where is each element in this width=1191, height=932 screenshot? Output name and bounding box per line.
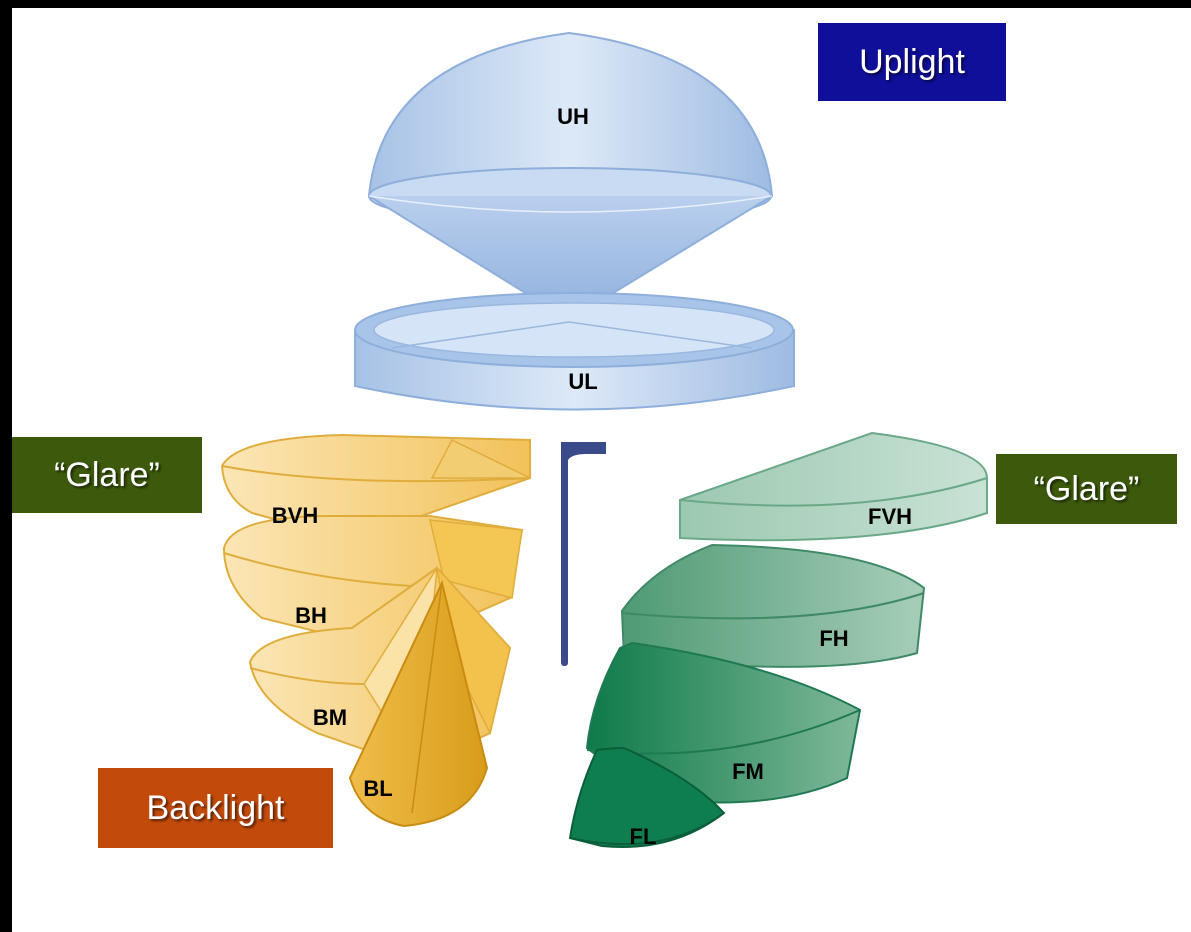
- zone-uh-shape: [367, 31, 774, 322]
- luminaire-pole: [561, 442, 606, 666]
- zone-label-bm: BM: [313, 705, 347, 730]
- glare-callout-right: “Glare”: [996, 454, 1177, 524]
- zone-label-fm: FM: [732, 759, 764, 784]
- zone-ul-shape: [354, 292, 795, 411]
- zone-label-fh: FH: [819, 626, 848, 651]
- uplight-callout: Uplight: [818, 23, 1006, 101]
- zone-label-fl: FL: [630, 824, 657, 849]
- zone-label-ul: UL: [568, 369, 597, 394]
- backlight-callout: Backlight: [98, 768, 333, 848]
- zone-bl-shape: [348, 580, 489, 828]
- zone-fvh-shape: [679, 431, 988, 542]
- zone-label-bh: BH: [295, 603, 327, 628]
- zone-label-fvh: FVH: [868, 504, 912, 529]
- zone-bvh-shape: [220, 433, 531, 542]
- zone-label-bvh: BVH: [272, 503, 318, 528]
- zone-fl-shape: [568, 746, 726, 849]
- slide: UH UL BVH BH BM BL FVH FH FM FL Uplight …: [12, 8, 1191, 932]
- glare-callout-left: “Glare”: [12, 437, 202, 513]
- zone-label-bl: BL: [363, 776, 392, 801]
- zone-fh-shape: [620, 543, 926, 668]
- luminaire-zone-diagram: UH UL BVH BH BM BL FVH FH FM FL: [220, 31, 988, 849]
- zone-label-uh: UH: [557, 104, 589, 129]
